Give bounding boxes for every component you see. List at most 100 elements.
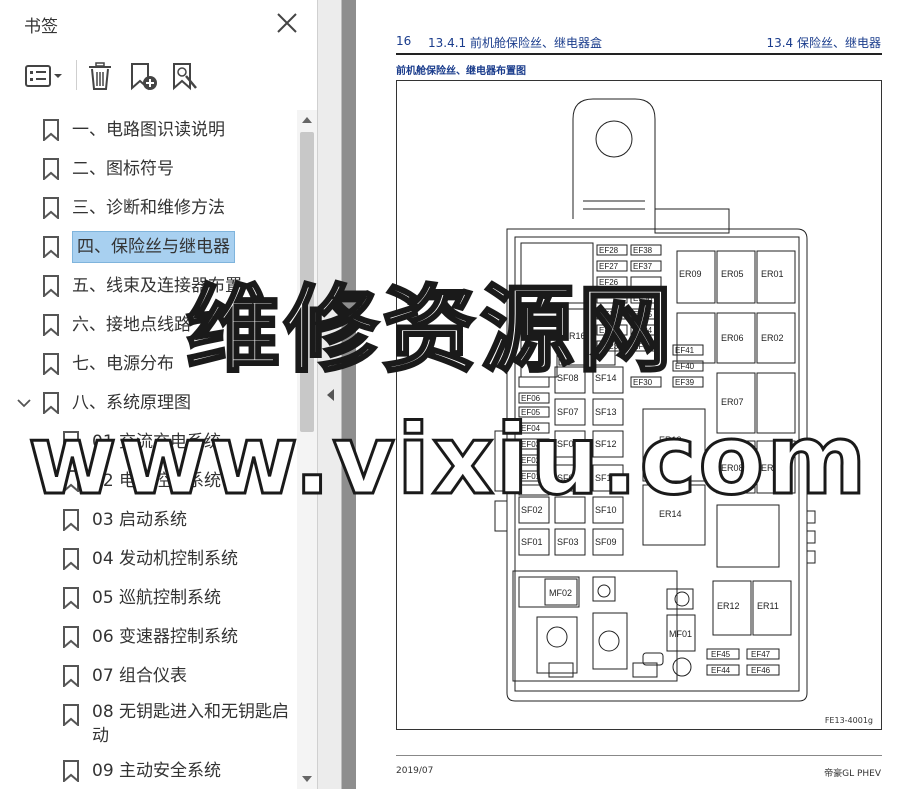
bookmark-item[interactable]: 02 电力控制系统 xyxy=(62,463,221,499)
bookmark-item[interactable]: 八、系统原理图 xyxy=(42,385,191,421)
figure-id: FE13-4001g xyxy=(824,716,873,725)
bookmark-item[interactable]: 09 主动安全系统 xyxy=(62,753,221,789)
document-page: 16 13.4.1 前机舱保险丝、继电器盒 13.4 保险丝、继电器 前机舱保险… xyxy=(356,0,919,789)
bookmark-item[interactable]: 07 组合仪表 xyxy=(62,658,187,694)
bookmark-scrollbar[interactable] xyxy=(297,110,317,789)
fuse-label: EF05 xyxy=(521,408,541,417)
fuse-label: EF28 xyxy=(599,246,619,255)
bookmark-label: 07 组合仪表 xyxy=(92,666,188,686)
relay-label: ER07 xyxy=(721,397,744,407)
relay-label: ER11 xyxy=(757,601,779,611)
fuse-label: EF44 xyxy=(711,666,731,675)
bookmark-icon xyxy=(43,314,59,336)
fuse-label: SF11 xyxy=(595,473,616,483)
bookmark-icon xyxy=(43,236,59,258)
list-options-icon[interactable] xyxy=(24,60,66,92)
relay-label: ER14 xyxy=(659,509,682,519)
bookmark-icon xyxy=(63,760,79,782)
bookmark-item[interactable]: 08 无钥匙进入和无钥匙启动 xyxy=(62,700,292,750)
bookmark-item-selected[interactable]: 四、保险丝与继电器 xyxy=(42,229,235,265)
bookmark-item[interactable]: 六、接地点线路 xyxy=(42,307,191,343)
bookmark-icon xyxy=(63,626,79,648)
fuse-label: EF26 xyxy=(599,278,619,287)
fuse-label: SF01 xyxy=(521,537,543,547)
fuse-label: EF36 xyxy=(633,294,653,303)
bookmark-icon xyxy=(43,197,59,219)
fuse-label: EF33 xyxy=(633,342,653,351)
bookmark-label: 四、保险丝与继电器 xyxy=(72,231,235,263)
footer-date: 2019/07 xyxy=(396,766,434,776)
bookmark-icon xyxy=(63,470,79,492)
bookmark-icon xyxy=(43,353,59,375)
bookmark-icon xyxy=(43,392,59,414)
bookmark-item[interactable]: 04 发动机控制系统 xyxy=(62,541,238,577)
panel-splitter[interactable] xyxy=(318,0,342,789)
fuse-box-diagram: EF28 EF38 EF27 EF37 EF26 EF36 EF25 EF35 … xyxy=(396,80,882,730)
fuse-label: EF06 xyxy=(521,394,541,403)
bookmark-label: 09 主动安全系统 xyxy=(92,761,222,781)
bookmark-add-icon[interactable] xyxy=(128,60,158,92)
close-icon[interactable] xyxy=(274,10,300,36)
bookmark-item[interactable]: 七、电源分布 xyxy=(42,346,174,382)
bookmark-item[interactable]: 01 交流充电系统 xyxy=(62,424,221,460)
bookmark-icon xyxy=(63,665,79,687)
bookmark-item[interactable]: 05 巡航控制系统 xyxy=(62,580,221,616)
bookmark-icon xyxy=(63,704,79,726)
bookmark-icon xyxy=(63,587,79,609)
relay-label: ER04 xyxy=(761,463,784,473)
scroll-up-icon[interactable] xyxy=(301,114,313,126)
fuse-label: EF30 xyxy=(633,378,653,387)
trash-icon[interactable] xyxy=(86,60,114,92)
relay-label: ER02 xyxy=(761,333,784,343)
bookmarks-panel: 书签 xyxy=(0,0,318,789)
collapse-left-icon[interactable] xyxy=(325,388,335,402)
fuse-label: SF14 xyxy=(595,373,617,383)
bookmark-label: 08 无钥匙进入和无钥匙启动 xyxy=(92,702,290,746)
relay-label: ER05 xyxy=(721,269,744,279)
fuse-label: EF04 xyxy=(521,424,541,433)
scroll-down-icon[interactable] xyxy=(301,773,313,785)
fuse-label: EF47 xyxy=(751,650,771,659)
bookmark-item[interactable]: 二、图标符号 xyxy=(42,151,174,187)
scrollbar-thumb[interactable] xyxy=(300,132,314,432)
fuse-label: SF02 xyxy=(521,505,543,515)
fuse-label: SF06 xyxy=(557,439,579,449)
bookmark-label: 03 启动系统 xyxy=(92,510,188,530)
bookmark-item[interactable]: 06 变速器控制系统 xyxy=(62,619,238,655)
fuse-label: EF27 xyxy=(599,262,619,271)
fuse-label: SF07 xyxy=(557,407,579,417)
page-number: 16 xyxy=(396,34,412,48)
fuse-label: EF01 xyxy=(521,472,541,481)
bookmark-item[interactable]: 五、线束及连接器布置 xyxy=(42,268,242,304)
bookmark-label: 05 巡航控制系统 xyxy=(92,588,222,608)
panel-title: 书签 xyxy=(24,17,58,37)
fuse-label: EF03 xyxy=(521,440,541,449)
bookmark-label: 一、电路图识读说明 xyxy=(72,120,225,140)
relay-label: ER16 xyxy=(563,331,586,341)
bookmark-item[interactable]: 03 启动系统 xyxy=(62,502,187,538)
bookmark-label: 01 交流充电系统 xyxy=(92,432,222,452)
relay-label: ER12 xyxy=(717,601,740,611)
fuse-label: EF39 xyxy=(675,378,695,387)
fuse-label: SF13 xyxy=(595,407,617,417)
fuse-box-drawing: EF28 EF38 EF27 EF37 EF26 EF36 EF25 EF35 … xyxy=(494,98,816,702)
fuse-label: SF12 xyxy=(595,439,617,449)
bookmark-search-icon[interactable] xyxy=(170,60,200,92)
relay-label: ER08 xyxy=(721,463,744,473)
toolbar-divider xyxy=(76,60,77,90)
fuse-label: SF03 xyxy=(557,537,579,547)
fuse-label: EF37 xyxy=(633,262,653,271)
bookmark-label: 04 发动机控制系统 xyxy=(92,549,239,569)
bookmark-icon xyxy=(43,275,59,297)
relay-label: ER06 xyxy=(721,333,744,343)
bookmark-item[interactable]: 一、电路图识读说明 xyxy=(42,112,225,148)
section-title: 13.4.1 前机舱保险丝、继电器盒 xyxy=(428,36,602,50)
fuse-label: EF24 xyxy=(599,326,619,335)
chevron-down-icon[interactable] xyxy=(16,395,32,411)
bookmark-list: 一、电路图识读说明 二、图标符号 三、诊断和维修方法 四、保险丝与继电器 五、线… xyxy=(0,110,296,789)
fuse-label: EF40 xyxy=(675,362,695,371)
bookmark-item[interactable]: 三、诊断和维修方法 xyxy=(42,190,225,226)
document-gutter xyxy=(342,0,356,789)
fuse-label: SF05 xyxy=(557,473,579,483)
bookmark-icon xyxy=(43,158,59,180)
